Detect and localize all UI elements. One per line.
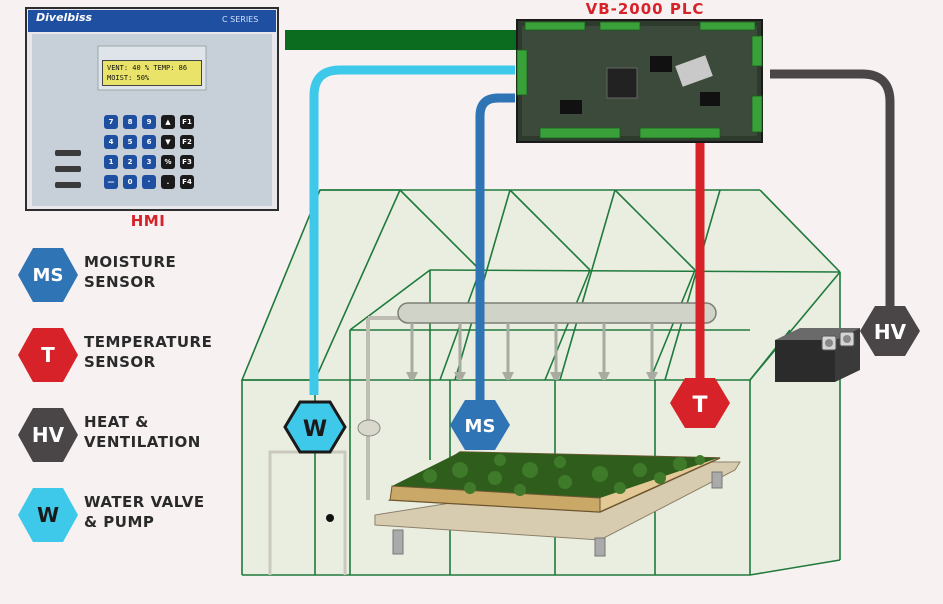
keypad-key: ·: [142, 175, 156, 189]
hmi-brand: Divelbiss: [36, 11, 93, 24]
keypad-key: —: [104, 175, 118, 189]
keypad-key: %: [161, 155, 175, 169]
legend-heat: HV HEAT & VENTILATION: [18, 408, 248, 468]
keypad-key: 6: [142, 135, 156, 149]
legend-t-line1: TEMPERATURE: [84, 333, 213, 351]
legend-hv-text: HEAT & VENTILATION: [84, 412, 244, 452]
keypad-key: ▲: [161, 115, 175, 129]
water-line: [309, 65, 515, 395]
plc-caption: VB-2000 PLC: [585, 0, 705, 18]
legend-t-text: TEMPERATURE SENSOR: [84, 332, 244, 372]
legend-hv-line2: VENTILATION: [84, 433, 201, 451]
legend-temperature: T TEMPERATURE SENSOR: [18, 328, 248, 388]
keypad-key: 1: [104, 155, 118, 169]
keypad-key: 4: [104, 135, 118, 149]
legend-w-line1: WATER VALVE: [84, 493, 205, 511]
sprinkler-nozzles: [406, 372, 658, 380]
legend-w-icon: W: [18, 488, 78, 542]
door-handle: [326, 514, 334, 522]
keypad-key: 0: [123, 175, 137, 189]
keypad-key: 3: [142, 155, 156, 169]
sprinkler-manifold: [397, 302, 717, 324]
sprinkler-heads: [410, 323, 654, 372]
heater-unit: [775, 328, 860, 382]
pipe-valve: [357, 419, 381, 437]
keypad-key: 5: [123, 135, 137, 149]
marker-t: T: [670, 378, 730, 428]
moisture-line: [475, 93, 515, 405]
keypad-key: F2: [180, 135, 194, 149]
keypad-key: 9: [142, 115, 156, 129]
plc-board: [516, 19, 763, 143]
keypad-key: .: [161, 175, 175, 189]
legend-t-line2: SENSOR: [84, 353, 156, 371]
marker-ms-label: MS: [465, 416, 496, 437]
legend-ms-icon: MS: [18, 248, 78, 302]
legend-water: W WATER VALVE & PUMP: [18, 488, 248, 548]
legend-ms-line1: MOISTURE: [84, 253, 177, 271]
legend-hv-icon: HV: [18, 408, 78, 462]
hmi-side-buttons: [55, 150, 81, 188]
keypad-key: F1: [180, 115, 194, 129]
keypad-key: F3: [180, 155, 194, 169]
greenhouse-frame: [240, 189, 841, 576]
hmi-plc-link: [285, 30, 517, 50]
plc-terminals: [516, 21, 763, 139]
legend-w-line2: & PUMP: [84, 513, 155, 531]
marker-ms: MS: [450, 400, 510, 450]
marker-hv: HV: [860, 306, 920, 356]
hmi-series: C SERIES: [222, 15, 259, 24]
legend-ms-text: MOISTURE SENSOR: [84, 252, 244, 292]
legend-hv-line1: HEAT &: [84, 413, 149, 431]
hmi-lcd: VENT: 40 % TEMP: 86 MOIST: 50%: [102, 60, 202, 86]
legend-w-text: WATER VALVE & PUMP: [84, 492, 244, 532]
hmi-caption: HMI: [130, 212, 166, 230]
keypad-key: 2: [123, 155, 137, 169]
keypad-key: 8: [123, 115, 137, 129]
marker-hv-label: HV: [874, 320, 907, 344]
plant-foliage: [423, 454, 705, 496]
legend-moisture: MS MOISTURE SENSOR: [18, 248, 248, 308]
lcd-line-2: MOIST: 50%: [107, 74, 150, 82]
keypad-key: ▼: [161, 135, 175, 149]
legend-ms-line2: SENSOR: [84, 273, 156, 291]
heat-line: [770, 69, 895, 308]
marker-t-label: T: [692, 393, 707, 418]
keypad-key: 7: [104, 115, 118, 129]
lcd-line-1: VENT: 40 % TEMP: 86: [107, 64, 188, 72]
hmi-panel: [25, 7, 279, 211]
legend-t-icon: T: [18, 328, 78, 382]
marker-w-label: W: [303, 417, 327, 442]
keypad-key: F4: [180, 175, 194, 189]
marker-w: W: [283, 400, 347, 454]
